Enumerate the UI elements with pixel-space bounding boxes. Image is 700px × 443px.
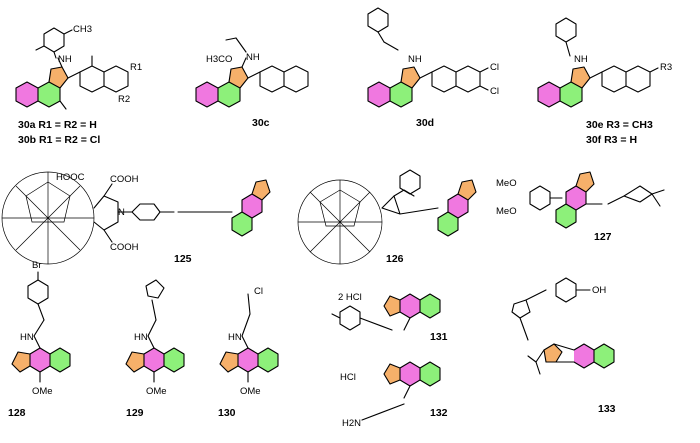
benzo-ring-130 bbox=[238, 348, 258, 372]
nh-label-30ab: NH bbox=[58, 54, 72, 65]
compound-label-30d: 30d bbox=[416, 117, 434, 129]
br-label-128: Br bbox=[32, 260, 42, 271]
benzo-ring-30ef bbox=[538, 82, 560, 107]
meo-label-127-1: MeO bbox=[496, 178, 517, 189]
pyranone-ring-128 bbox=[50, 348, 70, 372]
pyranone-ring-30c bbox=[218, 82, 240, 107]
benzo-ring-30c bbox=[196, 82, 218, 107]
compound-127: MeO MeO 127 bbox=[496, 171, 665, 243]
furan-ring-30d bbox=[401, 67, 420, 88]
compound-128: Br HN OMe 128 bbox=[8, 260, 71, 419]
meo-label-127-2: MeO bbox=[496, 206, 517, 217]
benzo-ring-132 bbox=[400, 362, 420, 386]
compound-130: Cl HN OMe 130 bbox=[218, 286, 279, 419]
furan-ring-126 bbox=[458, 180, 476, 200]
pyranone-ring-30ab bbox=[38, 82, 60, 107]
furan-ring-125 bbox=[252, 180, 270, 200]
compound-131: 2 HCl 131 bbox=[331, 292, 448, 343]
hn-label-129: HN bbox=[134, 332, 148, 343]
compound-30d: NH Cl Cl 30d bbox=[367, 7, 499, 129]
pyranone-ring-125 bbox=[232, 212, 252, 236]
furan-ring-30c bbox=[229, 67, 248, 88]
benzo-ring-133 bbox=[574, 344, 594, 368]
r3-label-30ef: R3 bbox=[660, 62, 672, 73]
compound-30ef: NH R3 30e R3 = CH3 30f R3 = H bbox=[537, 17, 672, 146]
furan-ring-129 bbox=[126, 352, 144, 372]
ome-label-129: OMe bbox=[146, 386, 167, 397]
compound-label-133: 133 bbox=[598, 403, 616, 415]
pyranone-ring-129 bbox=[164, 348, 184, 372]
compound-label-129: 129 bbox=[126, 407, 144, 419]
benzo-ring-127 bbox=[566, 186, 586, 210]
r1-label-30ab: R1 bbox=[130, 62, 142, 73]
compound-label-30b: 30b R1 = R2 = Cl bbox=[18, 134, 100, 146]
hcl-label-132: HCl bbox=[340, 372, 356, 383]
pyranone-ring-30ef bbox=[560, 82, 582, 107]
hn-label-130: HN bbox=[228, 332, 242, 343]
cooh-label-125-2: COOH bbox=[110, 242, 139, 253]
ome-label-130: OMe bbox=[240, 386, 261, 397]
furan-ring-132 bbox=[384, 364, 400, 384]
compound-30ab: CH3 NH R1 R2 30a R1 = R2 = H 30b R1 = R2… bbox=[15, 24, 142, 146]
compound-125: COOH COOH HOOC N 125 bbox=[1, 171, 271, 265]
compound-30c: H3CO NH 30c bbox=[195, 37, 309, 129]
furan-ring-128 bbox=[12, 352, 30, 372]
pyranone-ring-133 bbox=[594, 344, 614, 368]
nh-label-30ef: NH bbox=[574, 54, 588, 65]
methoxy-label-30c: H3CO bbox=[206, 54, 232, 65]
compound-label-30f: 30f R3 = H bbox=[586, 134, 637, 146]
n-label-125: N bbox=[118, 207, 125, 218]
pyranone-ring-131 bbox=[420, 294, 440, 318]
benzo-ring-30ab bbox=[16, 82, 38, 107]
benzo-ring-128 bbox=[30, 348, 50, 372]
furan-ring-30ef bbox=[571, 67, 590, 88]
benzo-ring-131 bbox=[400, 294, 420, 318]
furan-ring-133 bbox=[544, 344, 562, 362]
ome-label-128: OMe bbox=[32, 386, 53, 397]
compound-label-30c: 30c bbox=[252, 117, 270, 129]
oh-label-133: OH bbox=[592, 285, 606, 296]
furan-ring-30ab bbox=[49, 67, 68, 88]
compound-133: OH 133 bbox=[511, 277, 616, 415]
nh-label-30d: NH bbox=[408, 54, 422, 65]
compound-label-131: 131 bbox=[430, 331, 448, 343]
compound-129: HN OMe 129 bbox=[125, 279, 185, 419]
compound-label-130: 130 bbox=[218, 407, 236, 419]
hooc-label-125: HOOC bbox=[56, 172, 85, 183]
hn-label-128: HN bbox=[20, 332, 34, 343]
compound-126: 126 bbox=[297, 169, 477, 265]
compound-label-126: 126 bbox=[386, 253, 404, 265]
pyranone-ring-126 bbox=[438, 212, 458, 236]
benzo-ring-126 bbox=[448, 194, 468, 218]
benzo-ring-129 bbox=[144, 348, 164, 372]
h2n-label-132: H2N bbox=[342, 418, 361, 429]
pyranone-ring-130 bbox=[258, 348, 278, 372]
pyranone-ring-132 bbox=[420, 362, 440, 386]
compound-label-30e: 30e R3 = CH3 bbox=[586, 119, 653, 131]
cooh-label-125-1: COOH bbox=[110, 174, 139, 185]
compound-label-128: 128 bbox=[8, 407, 26, 419]
pyranone-ring-30d bbox=[390, 82, 412, 107]
furan-ring-131 bbox=[384, 296, 400, 316]
compound-label-125: 125 bbox=[174, 253, 192, 265]
benzo-ring-125 bbox=[242, 194, 262, 218]
compound-label-127: 127 bbox=[594, 231, 612, 243]
ch3-label-30ab: CH3 bbox=[73, 24, 92, 35]
compound-132: HCl H2N 132 bbox=[340, 361, 448, 429]
r2-label-30ab: R2 bbox=[118, 94, 130, 105]
furan-ring-127 bbox=[576, 172, 594, 192]
hcl-label-131: 2 HCl bbox=[338, 292, 362, 303]
compound-label-30a: 30a R1 = R2 = H bbox=[18, 119, 97, 131]
cl-label-30d-1: Cl bbox=[490, 62, 499, 73]
benzo-ring-30d bbox=[368, 82, 390, 107]
pyranone-ring-127 bbox=[556, 204, 576, 228]
cl-label-130: Cl bbox=[254, 286, 263, 297]
cl-label-30d-2: Cl bbox=[490, 86, 499, 97]
compound-label-132: 132 bbox=[430, 407, 448, 419]
furan-ring-130 bbox=[220, 352, 238, 372]
nh-label-30c: NH bbox=[246, 52, 260, 63]
